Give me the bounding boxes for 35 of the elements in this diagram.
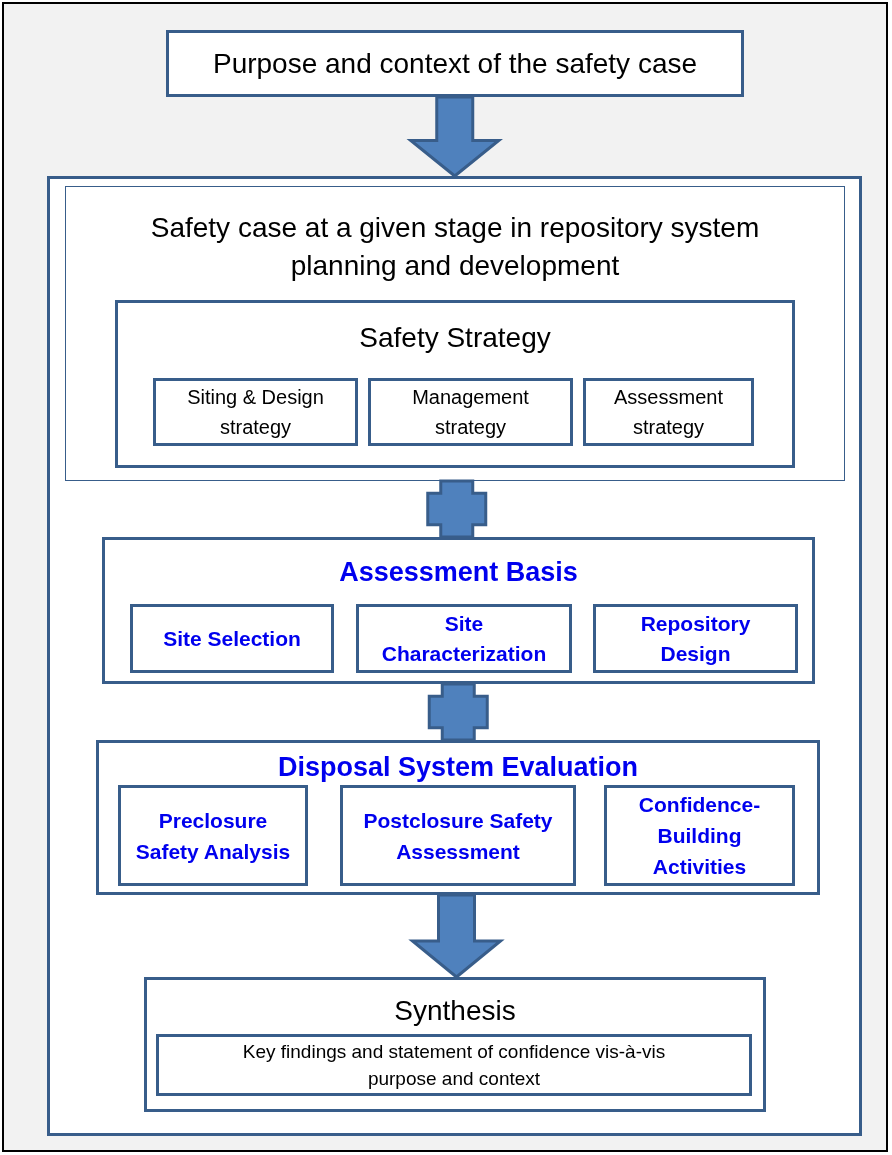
box-label: Purpose and context of the safety case xyxy=(212,46,698,81)
panel-heading: Synthesis xyxy=(394,994,516,1028)
box-label: Confidence-Building Activities xyxy=(637,792,762,880)
box-label: Management strategy xyxy=(411,385,530,440)
strategy-box xyxy=(368,378,573,446)
evaluation-box xyxy=(340,785,576,886)
purpose-box xyxy=(166,30,744,97)
box-label: Repository Design xyxy=(639,610,752,667)
stage-panel xyxy=(65,186,845,481)
block-arrow xyxy=(408,893,505,979)
strategy-box xyxy=(153,378,358,446)
panel-heading: Safety Strategy xyxy=(359,321,551,355)
evaluation-panel xyxy=(96,740,820,895)
evaluation-box xyxy=(604,785,795,886)
block-arrow xyxy=(406,95,503,178)
panel-heading: Safety case at a given stage in repository system planning and development xyxy=(149,211,761,283)
box-label: Preclosure Safety Analysis xyxy=(134,807,292,865)
box-label: Key findings and statement of confidence vis-à-vis purpose and context xyxy=(241,1040,667,1091)
basis-box xyxy=(356,604,572,673)
basis-box xyxy=(593,604,798,673)
evaluation-box xyxy=(118,785,308,886)
panel-heading: Assessment Basis xyxy=(339,556,578,589)
synthesis-panel xyxy=(144,977,766,1112)
strategy-box xyxy=(583,378,754,446)
panel-heading: Disposal System Evaluation xyxy=(277,751,639,784)
strategy-panel xyxy=(115,300,795,468)
basis-box xyxy=(130,604,334,673)
box-label: Siting & Design strategy xyxy=(186,385,325,440)
box-label: Site Selection xyxy=(163,625,301,652)
box-label: Postclosure Safety Assessment xyxy=(362,807,554,865)
box-label: Assessment strategy xyxy=(613,385,724,440)
basis-panel xyxy=(102,537,815,684)
container-box xyxy=(47,176,862,1136)
findings-box xyxy=(156,1034,752,1096)
box-label: Site Characterization xyxy=(380,610,548,667)
